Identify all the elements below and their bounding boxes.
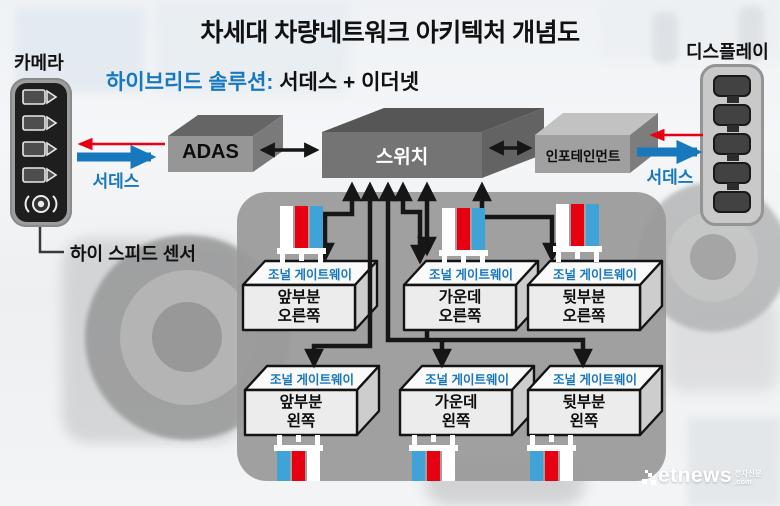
page-title: 차세대 차량네트워크 아키텍처 개념도 — [200, 19, 580, 47]
cable-switch-front-right — [315, 181, 362, 263]
gateway-type-label: 조널 게이트웨이 — [270, 373, 354, 387]
gateway-type-label: 조널 게이트웨이 — [429, 268, 513, 282]
infotainment-box — [535, 113, 658, 173]
screen-connector — [727, 183, 739, 190]
screen-connector — [727, 125, 739, 132]
plug-connector-icon — [527, 435, 576, 481]
gateway-type-label: 조널 게이트웨이 — [425, 373, 509, 387]
camera-icon — [22, 141, 58, 157]
gateway-line2: 오른쪽 — [562, 308, 606, 325]
camera-icon — [22, 167, 58, 183]
subtitle: 하이브리드 솔루션: 서데스 + 이더넷 — [106, 66, 419, 96]
plug-connector-icon — [274, 435, 323, 481]
cable-switch-middle-right — [393, 181, 430, 265]
plug-connector-icon — [277, 206, 326, 264]
screen-icon — [713, 191, 751, 213]
gateway-line1: 뒷부분 — [562, 289, 606, 306]
display-label: 디스플레이 — [686, 42, 769, 62]
serdes-label-right: 서데스 — [646, 168, 694, 187]
etnews-logo-icon — [642, 470, 656, 488]
gateway-middle-left-label: 가운데 왼쪽 — [400, 393, 512, 431]
gateway-front-right-label: 앞부분 오른쪽 — [243, 288, 355, 326]
plug-connector-icon — [553, 204, 602, 262]
gateway-line1: 가운데 — [438, 289, 482, 306]
camera-icon — [22, 115, 58, 131]
gateway-line1: 앞부분 — [279, 394, 323, 411]
cable-switch-rear-left-bus — [378, 181, 593, 369]
camera-module-device — [10, 78, 72, 227]
screen-connector — [727, 96, 739, 103]
etnews-watermark: etnews 전자신문 .com — [642, 464, 762, 488]
subtitle-rest: 서데스 + 이더넷 — [273, 71, 420, 94]
gateway-line1: 앞부분 — [277, 289, 321, 306]
gateway-rear-left-label: 뒷부분 왼쪽 — [528, 393, 640, 431]
watermark-suffix-bottom: .com — [734, 477, 752, 486]
screen-connector — [727, 154, 739, 161]
camera-icon — [22, 89, 58, 105]
speaker-sensor-icon — [24, 195, 58, 213]
gateway-middle-right-label: 가운데 오른쪽 — [404, 288, 516, 326]
watermark-brand: etnews — [658, 464, 733, 487]
infotainment-label: 인포테인먼트 — [545, 149, 621, 164]
gateway-type-label: 조널 게이트웨이 — [553, 268, 637, 282]
serdes-label-left: 서데스 — [92, 172, 140, 191]
gateway-line2: 왼쪽 — [441, 413, 471, 430]
gateway-type-label: 조널 게이트웨이 — [268, 268, 352, 282]
gateway-line1: 뒷부분 — [562, 394, 606, 411]
gateway-line1: 가운데 — [434, 394, 478, 411]
switch-label: 스위치 — [375, 147, 429, 168]
watermark-suffix: 전자신문 .com — [734, 470, 762, 486]
adas-label: ADAS — [182, 141, 239, 163]
plug-connector-icon — [409, 435, 458, 481]
subtitle-highlight: 하이브리드 솔루션: — [106, 71, 274, 94]
plug-connector-icon — [439, 208, 488, 266]
cable-switch-rear-right — [472, 181, 562, 263]
camera-label: 카메라 — [14, 53, 64, 73]
gateway-front-left-label: 앞부분 왼쪽 — [245, 393, 357, 431]
gateway-rear-right-label: 뒷부분 오른쪽 — [528, 288, 640, 326]
display-cluster-device — [700, 64, 764, 226]
gateway-box-rear-left — [526, 364, 664, 437]
gateway-type-label: 조널 게이트웨이 — [553, 373, 637, 387]
gateway-line2: 왼쪽 — [286, 413, 316, 430]
cable-switch-front-left — [304, 181, 380, 369]
gateway-cabling — [304, 181, 593, 369]
sensor-pointer-line — [38, 227, 64, 254]
gateway-line2: 왼쪽 — [569, 413, 599, 430]
gateway-box-middle-left — [398, 364, 536, 437]
high-speed-sensor-label: 하이 스피드 센서 — [70, 244, 196, 264]
gateway-line2: 오른쪽 — [438, 308, 482, 325]
camera-icons — [22, 89, 58, 213]
gateway-line2: 오른쪽 — [277, 308, 321, 325]
